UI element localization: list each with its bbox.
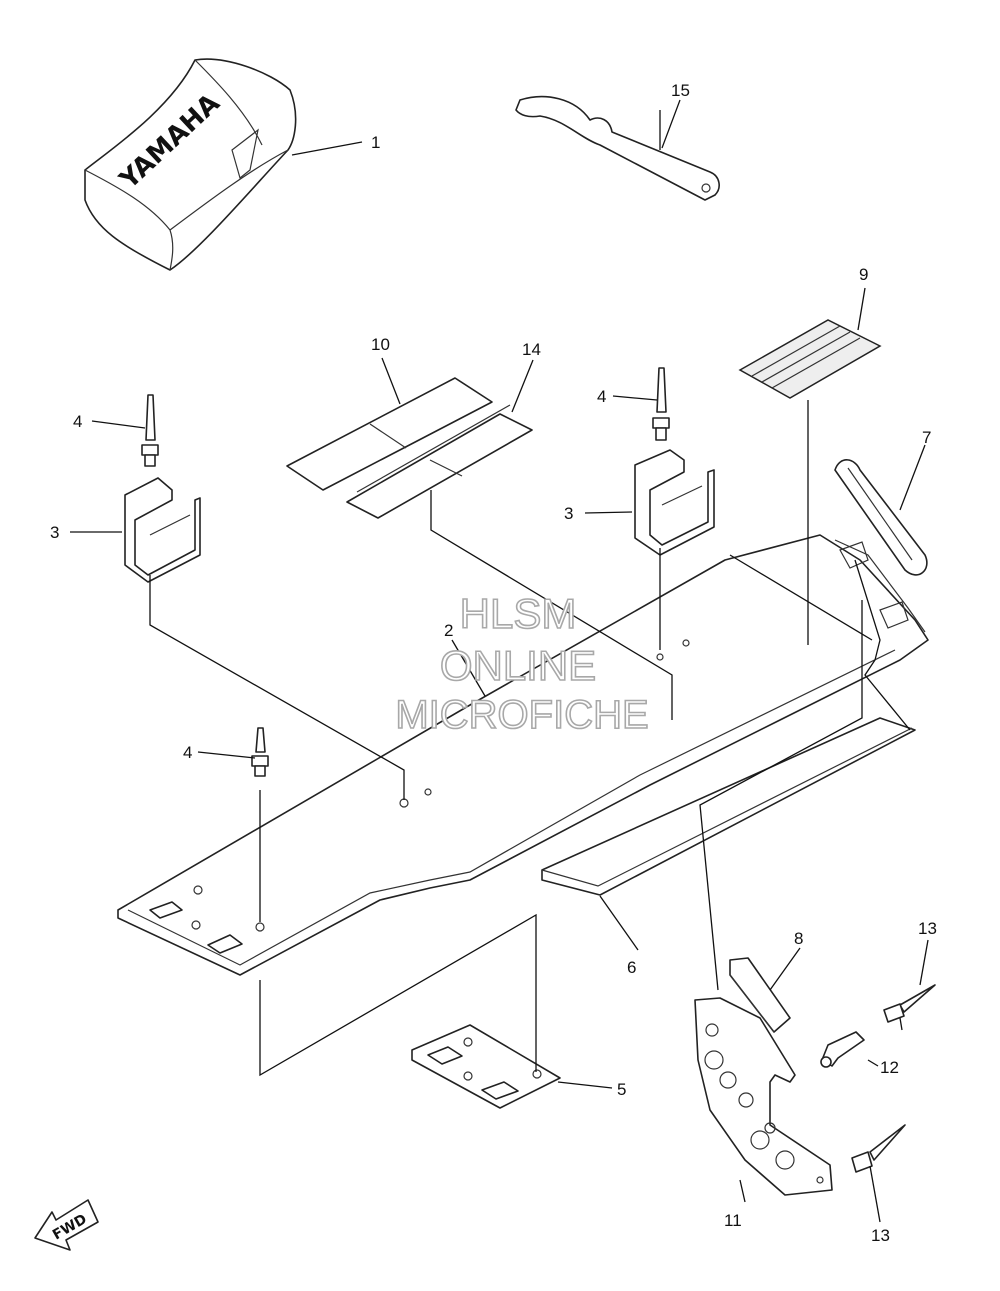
part-9-pad	[738, 319, 882, 399]
watermark-line-3: MICROFICHE	[395, 693, 648, 737]
callout-4-left: 4	[73, 412, 82, 431]
part-8-block	[729, 957, 791, 1033]
assembly-lines	[149, 400, 911, 1077]
callout-13-top: 13	[918, 919, 937, 938]
part-4-rivet-left	[141, 394, 159, 467]
callout-4-middle: 4	[597, 387, 606, 406]
watermark-line-1: HLSM	[460, 590, 577, 637]
part-3-bracket-left	[124, 477, 201, 583]
part-10-decal	[286, 377, 493, 491]
callout-2: 2	[444, 621, 453, 640]
part-12-clip	[820, 1031, 865, 1068]
callout-12: 12	[880, 1058, 899, 1077]
watermark: HLSM ONLINE MICROFICHE	[395, 589, 650, 738]
callout-3-left: 3	[50, 523, 59, 542]
callout-6: 6	[627, 958, 636, 977]
part-11-guard	[694, 997, 833, 1196]
part-4-rivet-bottom	[251, 727, 269, 777]
callout-4-bottom: 4	[183, 743, 192, 762]
fwd-arrow: FWD	[34, 1199, 99, 1251]
callout-10: 10	[371, 335, 390, 354]
part-15-wrench	[515, 95, 720, 201]
callout-5: 5	[617, 1080, 626, 1099]
part-14-decal	[346, 404, 533, 519]
callout-11: 11	[724, 1211, 742, 1230]
callout-8: 8	[794, 929, 803, 948]
part-6-strip	[541, 717, 916, 896]
part-7-clip	[834, 459, 928, 576]
callout-14: 14	[522, 340, 541, 359]
part-4-rivet-middle	[652, 367, 670, 441]
callout-15: 15	[671, 81, 690, 100]
cover-emblem	[231, 128, 259, 180]
callout-numbers: 1 2 3 3 4 4 4 5 6 7 8 9 10 11 12 13 13 1…	[50, 81, 937, 1245]
callout-leaders	[70, 99, 929, 1223]
part-5-bracket	[411, 1024, 561, 1109]
callout-1: 1	[371, 133, 380, 152]
part-13-rivet-top	[883, 984, 936, 1023]
callout-9: 9	[859, 265, 868, 284]
watermark-line-2: ONLINE	[440, 642, 596, 689]
part-13-rivet-bottom	[851, 1124, 906, 1173]
part-2-plate	[117, 534, 929, 976]
callout-7: 7	[922, 428, 931, 447]
part-3-bracket-right	[634, 449, 715, 556]
part-1-cover: YAMAHA	[84, 58, 297, 271]
callout-13-bottom: 13	[871, 1226, 890, 1245]
callout-3-right: 3	[564, 504, 573, 523]
